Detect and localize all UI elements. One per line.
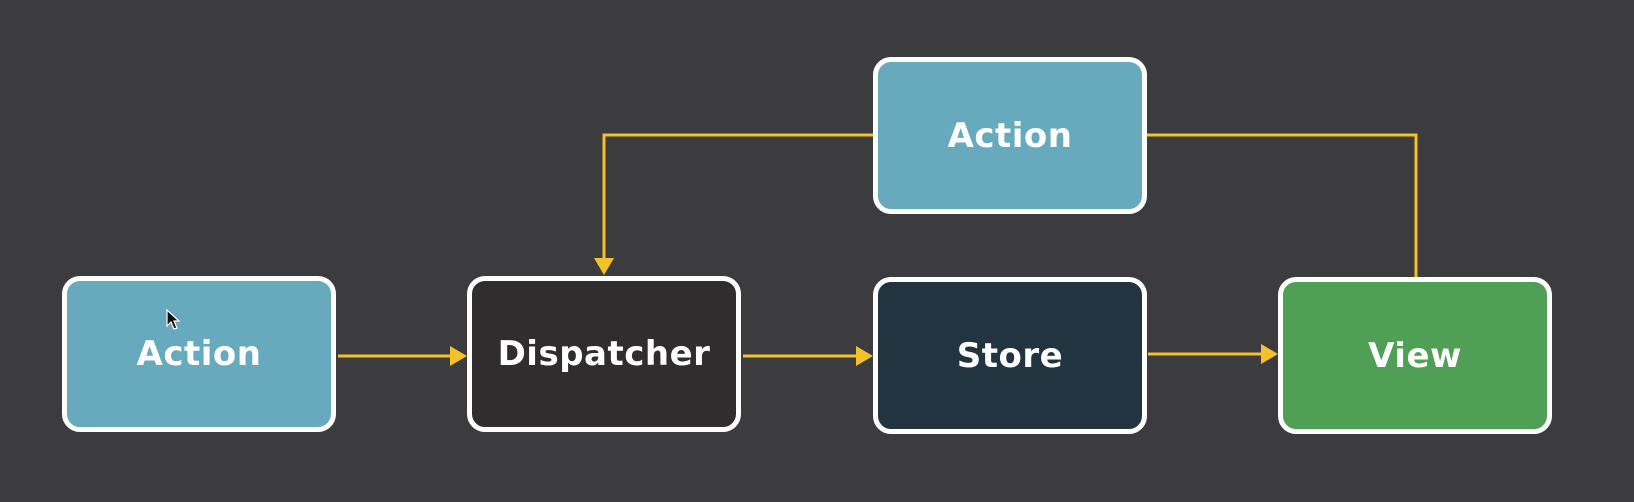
action-node-left-label: Action [136, 334, 262, 374]
dispatcher-node-label: Dispatcher [497, 334, 711, 374]
arrowhead-icon [450, 346, 467, 366]
store-node-label: Store [956, 335, 1064, 376]
edge-dispatcher-to-store [743, 346, 873, 366]
action-node-top: Action [873, 57, 1147, 214]
mouse-pointer-icon [166, 309, 180, 330]
edge-store-to-view [1148, 344, 1278, 364]
edge-action-to-dispatcher-top [594, 133, 873, 275]
action-node-top-label: Action [947, 115, 1073, 156]
arrowhead-icon [856, 346, 873, 366]
view-node: View [1278, 277, 1552, 434]
store-node: Store [873, 277, 1147, 434]
edge-view-to-action [1146, 133, 1418, 277]
view-node-label: View [1368, 335, 1462, 376]
edge-action-to-dispatcher [338, 346, 467, 366]
arrowhead-icon [1261, 344, 1278, 364]
dispatcher-node: Dispatcher [467, 276, 741, 432]
action-node-left: Action [62, 276, 336, 432]
arrowhead-icon [594, 258, 614, 275]
